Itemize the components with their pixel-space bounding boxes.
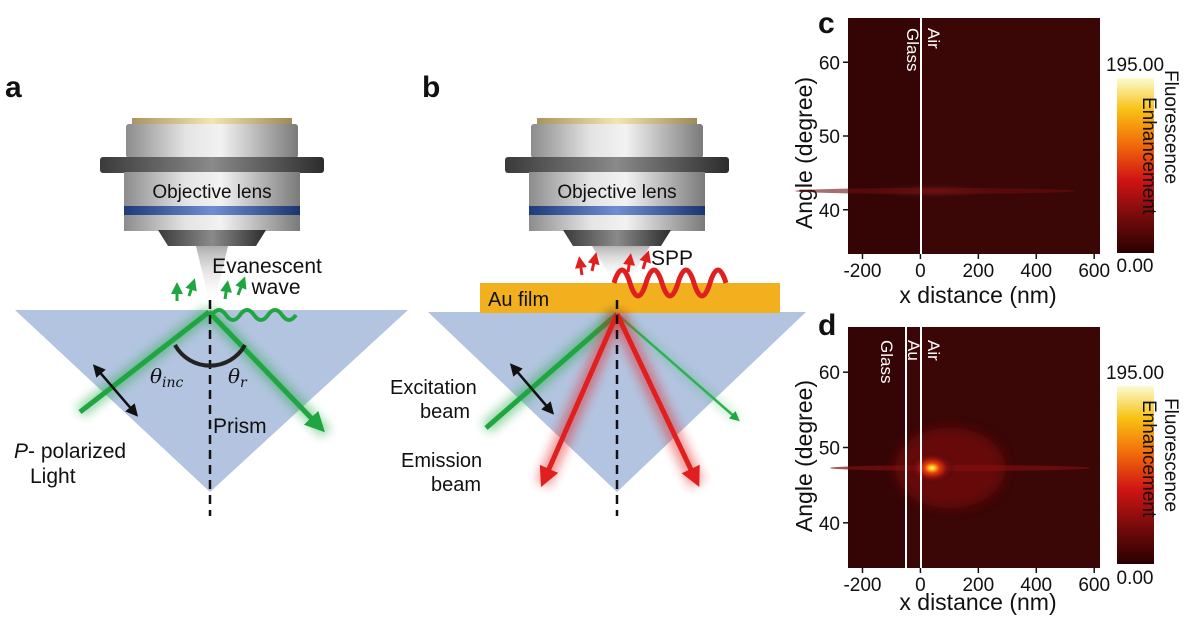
colorbar-d-title-line2: Enhancement xyxy=(1138,400,1159,518)
excitation-label-line2: beam xyxy=(420,401,470,423)
red-beams-b xyxy=(535,310,705,488)
xlabel-c: x distance (nm) xyxy=(899,282,1056,308)
xtick-label-d: 0 xyxy=(915,575,926,596)
xtick-label-c: 400 xyxy=(1020,261,1052,282)
ytick-label-c: 60 xyxy=(819,53,840,74)
ytick-label-d: 60 xyxy=(819,363,840,384)
heatmap-c-glass-region xyxy=(848,18,920,254)
ylabel-d: Angle (degree) xyxy=(791,380,817,532)
colorbar-d-min: 0.00 xyxy=(1117,568,1154,589)
heatmap-d-glass-region xyxy=(848,327,906,568)
region-label-c-air: Air xyxy=(924,28,943,49)
xtick-label-d: 400 xyxy=(1020,575,1052,596)
emission-cone-a xyxy=(196,246,228,305)
colorbar-d-max: 195.00 xyxy=(1106,363,1164,384)
panel-d-letter: d xyxy=(818,309,836,342)
colorbar-c-title-line2: Enhancement xyxy=(1138,97,1159,215)
spp-wave xyxy=(611,267,729,299)
panel-b: b Objective lens Au film xyxy=(390,71,806,516)
emission-label-line1: Emission xyxy=(401,450,482,472)
objective-label-a: Objective lens xyxy=(152,182,271,203)
colorbar-c-gradient xyxy=(1117,78,1154,253)
panel-d: d Angle (degree) x distance (nm) Glass A… xyxy=(791,309,1181,615)
xtick-label-d: 200 xyxy=(962,575,994,596)
xtick-label-d: 600 xyxy=(1078,575,1110,596)
xtick-label-c: 600 xyxy=(1078,261,1110,282)
xtick-label-c: 200 xyxy=(962,261,994,282)
colorbar-d-gradient xyxy=(1117,386,1154,564)
ytick-label-d: 50 xyxy=(819,439,840,460)
objective-lens-a xyxy=(100,118,324,246)
ylabel-c: Angle (degree) xyxy=(791,77,817,229)
angle-arc-a xyxy=(173,343,247,368)
evanescent-label-line1: Evanescent xyxy=(212,255,322,278)
ticks-d: -200 0 200 400 600 40 50 60 xyxy=(819,363,1110,596)
colorbar-d-title-line1: Fluorescence xyxy=(1160,398,1181,512)
ytick-label-d: 40 xyxy=(819,514,840,535)
theta-inc-label: θinc xyxy=(150,364,184,391)
light-label-line2: Light xyxy=(30,465,76,488)
colorbar-c: 195.00 0.00 Fluorescence Enhancement xyxy=(1106,55,1181,277)
prism-b xyxy=(428,312,806,492)
region-label-d-air: Air xyxy=(924,340,943,361)
au-film-label: Au film xyxy=(488,289,549,311)
panel-c: c Angle (degree) x distance (nm) Glass A… xyxy=(791,7,1181,308)
heatmap-c-band xyxy=(795,188,1075,194)
emission-arrows-b xyxy=(574,250,651,276)
colorbar-c-title-line1: Fluorescence xyxy=(1160,70,1181,184)
heatmap-d: Glass Au Air xyxy=(830,327,1100,568)
objective-lens-b xyxy=(505,118,729,246)
ytick-label-c: 50 xyxy=(819,127,840,148)
ticks-c: -200 0 200 400 600 40 50 60 xyxy=(819,53,1110,282)
polarization-arrow-b xyxy=(509,363,555,415)
region-label-d-au: Au xyxy=(904,340,923,361)
panel-a-letter: a xyxy=(5,71,22,104)
polarization-arrow-a xyxy=(92,364,139,417)
heatmap-c: Glass Air xyxy=(795,18,1100,254)
emission-cone-b xyxy=(592,246,650,283)
panel-c-letter: c xyxy=(818,7,835,40)
panel-b-letter: b xyxy=(422,71,440,104)
objective-label-b: Objective lens xyxy=(557,182,676,203)
colorbar-c-min: 0.00 xyxy=(1117,256,1154,277)
light-label-line1: P- polarized xyxy=(14,440,126,463)
emission-label-line2: beam xyxy=(431,474,481,496)
region-label-c-glass: Glass xyxy=(903,28,922,71)
heatmap-d-hotspot xyxy=(908,451,956,485)
xtick-label-d: -200 xyxy=(843,575,881,596)
region-label-d-glass: Glass xyxy=(877,340,896,383)
xtick-label-c: 0 xyxy=(915,261,926,282)
evanescent-wave-a xyxy=(210,308,298,322)
xtick-label-c: -200 xyxy=(843,261,881,282)
ytick-label-c: 40 xyxy=(819,201,840,222)
theta-r-label: θr xyxy=(228,364,248,391)
prism-a xyxy=(15,310,408,492)
colorbar-c-max: 195.00 xyxy=(1106,55,1164,76)
evanescent-label-line2: wave xyxy=(250,276,300,299)
excitation-label-line1: Excitation xyxy=(390,377,477,399)
xlabel-d: x distance (nm) xyxy=(899,589,1056,615)
emission-arrows-a xyxy=(171,276,247,301)
colorbar-d: 195.00 0.00 Fluorescence Enhancement xyxy=(1106,363,1181,589)
prism-label: Prism xyxy=(213,415,267,438)
panel-a: a Objective lens xyxy=(5,71,408,516)
spp-label: SPP xyxy=(651,247,693,270)
